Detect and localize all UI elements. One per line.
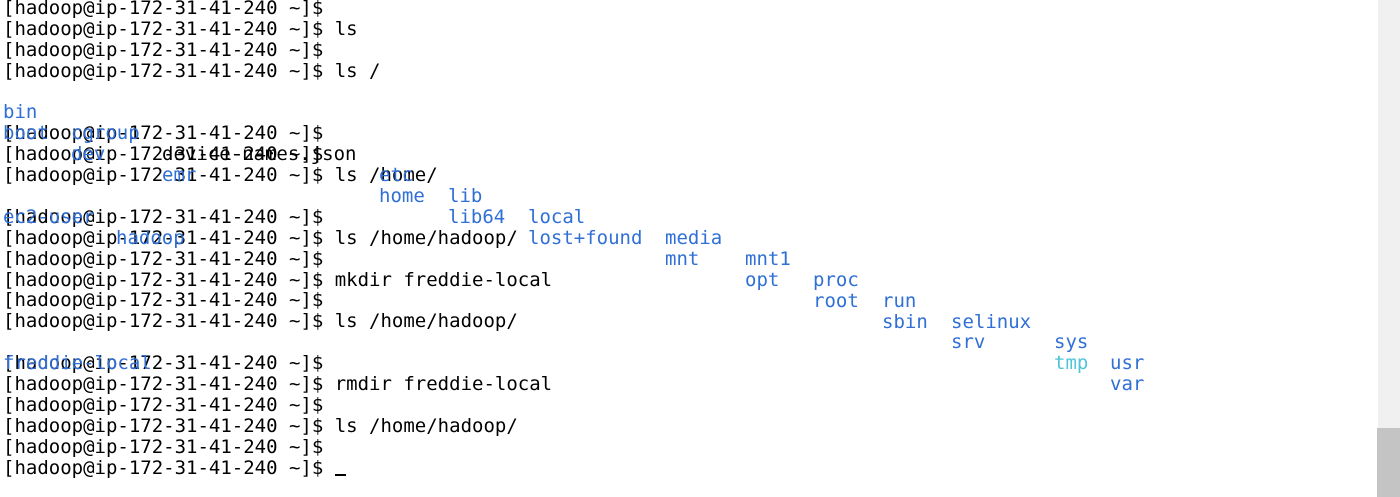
dir-entry: freddie-local — [3, 352, 152, 375]
command: ls / — [323, 59, 381, 82]
command: mkdir freddie-local — [323, 268, 553, 291]
ls-output-row: freddie-local — [3, 332, 552, 374]
dir-entry: local — [528, 206, 586, 228]
prompt: [hadoop@ip-172-31-41-240 ~]$ — [3, 373, 324, 396]
terminal-line: [hadoop@ip-172-31-41-240 ~]$ ls — [3, 17, 552, 40]
dir-entry: sys — [1054, 331, 1089, 354]
prompt: [hadoop@ip-172-31-41-240 ~]$ — [3, 310, 324, 333]
prompt: [hadoop@ip-172-31-41-240 ~]$ — [3, 414, 324, 437]
prompt: [hadoop@ip-172-31-41-240 ~]$ — [3, 205, 324, 228]
terminal-line: [hadoop@ip-172-31-41-240 ~]$ — [3, 144, 552, 165]
scrollbar-thumb[interactable] — [1377, 428, 1400, 497]
prompt: [hadoop@ip-172-31-41-240 ~]$ — [3, 247, 324, 270]
dir-entry: bin — [3, 101, 38, 124]
dir-entry: srv — [951, 331, 986, 354]
terminal-line: [hadoop@ip-172-31-41-240 ~]$ ls /home/ha… — [3, 414, 552, 437]
command: ls /home/hadoop/ — [323, 414, 518, 437]
dir-entry: hadoop — [116, 226, 185, 249]
dir-entry: lib64 — [448, 205, 506, 228]
command: ls /home/hadoop/ — [323, 226, 518, 249]
prompt: [hadoop@ip-172-31-41-240 ~]$ — [3, 122, 324, 145]
terminal-line: [hadoop@ip-172-31-41-240 ~]$ ls / — [3, 59, 552, 82]
terminal-line: [hadoop@ip-172-31-41-240 ~]$ rmdir fredd… — [3, 374, 552, 395]
terminal-line: [hadoop@ip-172-31-41-240 ~]$ — [3, 393, 552, 416]
prompt: [hadoop@ip-172-31-41-240 ~]$ — [3, 352, 324, 375]
terminal-line: [hadoop@ip-172-31-41-240 ~]$ — [3, 290, 552, 311]
prompt: [hadoop@ip-172-31-41-240 ~]$ — [3, 226, 324, 249]
dir-entry: etc — [379, 164, 414, 187]
terminal-line: [hadoop@ip-172-31-41-240 ~]$ — [3, 123, 552, 144]
command: rmdir freddie-local — [323, 373, 553, 396]
dir-entry: lib — [448, 185, 483, 208]
dir-entry: media — [665, 226, 723, 249]
dir-entry: emr — [162, 164, 197, 187]
terminal-output: [hadoop@ip-172-31-41-240 ~]$ [hadoop@ip-… — [3, 0, 1144, 479]
scrollbar-track[interactable] — [1378, 0, 1400, 497]
dir-entry: usr — [1110, 352, 1145, 375]
dir-entry: cgroup — [71, 122, 140, 145]
dir-entry: mnt1 — [745, 247, 791, 270]
dir-entry: mnt — [665, 247, 700, 270]
prompt: [hadoop@ip-172-31-41-240 ~]$ — [3, 38, 324, 61]
dir-entry: home — [379, 185, 425, 208]
dir-entry: boot — [3, 122, 49, 145]
command: ls /home/ — [323, 164, 438, 187]
dir-entry: dev — [71, 143, 106, 166]
dir-entry: lost+found — [528, 226, 643, 249]
terminal-line: [hadoop@ip-172-31-41-240 ~]$ — [3, 0, 552, 19]
prompt: [hadoop@ip-172-31-41-240 ~]$ — [3, 164, 324, 187]
prompt: [hadoop@ip-172-31-41-240 ~]$ — [3, 143, 324, 166]
command: ls — [323, 17, 358, 40]
text-cursor — [334, 473, 346, 476]
dir-entry: tmp — [1054, 352, 1089, 375]
terminal-line: [hadoop@ip-172-31-41-240 ~]$ ls /home/ — [3, 165, 552, 186]
terminal-line-active[interactable]: [hadoop@ip-172-31-41-240 ~]$ — [3, 456, 552, 479]
dir-entry: var — [1110, 373, 1145, 396]
dir-entry: opt — [745, 268, 780, 291]
terminal-line: [hadoop@ip-172-31-41-240 ~]$ ls /home/ha… — [3, 226, 552, 249]
prompt: [hadoop@ip-172-31-41-240 ~]$ — [3, 268, 324, 291]
command: ls /home/hadoop/ — [323, 310, 518, 333]
prompt: [hadoop@ip-172-31-41-240 ~]$ — [3, 17, 324, 40]
terminal-line: [hadoop@ip-172-31-41-240 ~]$ — [3, 353, 552, 374]
ls-output-row: ec2-user hadoop — [3, 186, 552, 249]
command-input[interactable] — [323, 457, 334, 479]
file-entry: device-names.json — [162, 143, 357, 166]
dir-entry: selinux — [951, 310, 1032, 333]
prompt: [hadoop@ip-172-31-41-240 ~]$ — [3, 456, 324, 479]
prompt: [hadoop@ip-172-31-41-240 ~]$ — [3, 393, 324, 416]
dir-entry: sbin — [882, 310, 928, 333]
prompt: [hadoop@ip-172-31-41-240 ~]$ — [3, 59, 324, 82]
terminal-line: [hadoop@ip-172-31-41-240 ~]$ — [3, 435, 552, 458]
dir-entry: run — [882, 289, 917, 312]
ls-output-row: boot dev emr home lib64 lost+found mnt o… — [3, 102, 1144, 395]
dir-entry: root — [813, 289, 859, 312]
terminal-line: [hadoop@ip-172-31-41-240 ~]$ — [3, 247, 552, 270]
prompt: [hadoop@ip-172-31-41-240 ~]$ — [3, 435, 324, 458]
prompt: [hadoop@ip-172-31-41-240 ~]$ — [3, 289, 324, 312]
dir-entry: ec2-user — [3, 205, 95, 228]
terminal-line: [hadoop@ip-172-31-41-240 ~]$ ls /home/ha… — [3, 311, 552, 332]
terminal-line: [hadoop@ip-172-31-41-240 ~]$ — [3, 38, 552, 61]
dir-entry: proc — [813, 268, 859, 291]
prompt: [hadoop@ip-172-31-41-240 ~]$ — [3, 0, 324, 19]
ls-output-row: bin cgroup device-names.json etc lib loc… — [3, 82, 1144, 374]
terminal-line: [hadoop@ip-172-31-41-240 ~]$ mkdir fredd… — [3, 268, 553, 291]
terminal-line: [hadoop@ip-172-31-41-240 ~]$ — [3, 205, 552, 228]
